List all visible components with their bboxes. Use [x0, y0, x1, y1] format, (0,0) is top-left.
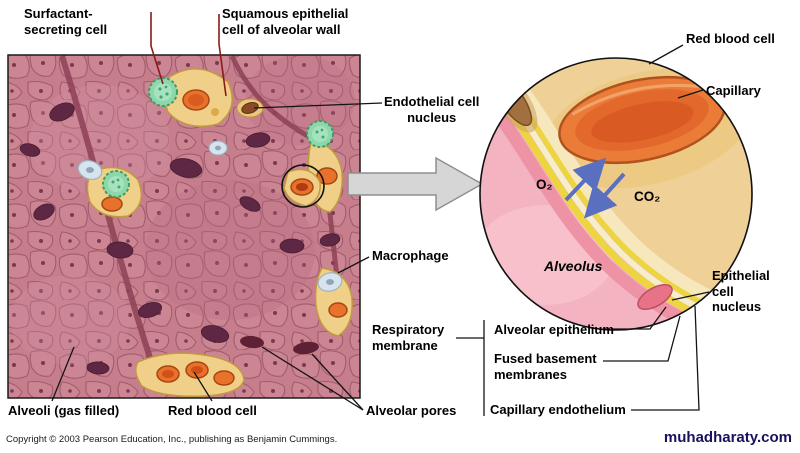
label-co2: CO₂ [634, 189, 661, 204]
alveolar-pore-graphics [240, 335, 319, 355]
label-surfactant-cell: Surfactant- secreting cell [24, 6, 108, 37]
endothelial-nucleus-graphic [241, 102, 259, 114]
label-capillary-endothelium: Capillary endothelium [490, 402, 626, 417]
label-red-blood-cell-main: Red blood cell [168, 403, 257, 418]
label-red-blood-cell-inset: Red blood cell [686, 31, 775, 46]
inset-circle-outline [479, 57, 753, 331]
alveolar-tissue-illustration [8, 55, 360, 398]
leader-endothelial-nucleus [253, 102, 383, 109]
label-squamous-epithelial: Squamous epithelial cell of alveolar wal… [222, 6, 349, 37]
leader-red-blood-cell-inset [648, 44, 684, 65]
copyright-text: Copyright © 2003 Pearson Education, Inc.… [6, 434, 338, 445]
leader-capillary-endothelium [631, 305, 700, 411]
red-blood-cell-inset-graphic [558, 75, 726, 165]
leader-alveolar-epithelium [613, 306, 667, 330]
label-alveolus: Alveolus [544, 258, 603, 274]
inset-epithelial-nucleus-graphic [637, 283, 673, 311]
o2-arrow [564, 157, 607, 202]
label-o2: O₂ [536, 177, 553, 192]
label-epithelial-cell-nucleus: Epithelial cell nucleus [712, 268, 770, 315]
micrograph-border [7, 54, 361, 399]
leader-squamous-cell [218, 14, 227, 97]
label-endothelial-nucleus: Endothelial cell nucleus [384, 94, 480, 125]
leader-red-blood-cell-main [193, 371, 213, 402]
leader-alveoli [51, 346, 75, 402]
zoom-region-circle [281, 164, 325, 208]
respiratory-membrane-inset [479, 57, 753, 331]
watermark-text: muhadharaty.com [663, 429, 792, 446]
label-alveolar-epithelium: Alveolar epithelium [494, 322, 614, 337]
label-macrophage: Macrophage [372, 248, 449, 263]
leader-fused-basement-membranes [603, 315, 681, 362]
leader-epithelial-nucleus [671, 291, 710, 301]
label-respiratory-membrane: Respiratory membrane [372, 322, 445, 353]
label-fused-basement-membranes: Fused basement membranes [494, 351, 597, 382]
label-capillary: Capillary [706, 83, 761, 98]
leader-surfactant-cell [150, 12, 164, 85]
leader-alveolar-pore-2 [261, 346, 364, 411]
magnify-arrow [347, 156, 484, 212]
leader-lines [51, 12, 710, 416]
leader-alveolar-pore-1 [311, 353, 364, 411]
leader-macrophage [337, 256, 370, 274]
label-alveolar-pores: Alveolar pores [366, 403, 457, 418]
cell-nuclei [19, 102, 341, 375]
surfactant-cell-graphics [102, 77, 334, 198]
macrophage-graphics [77, 140, 343, 292]
leader-capillary [677, 89, 704, 99]
gas-exchange-arrows [564, 157, 626, 219]
label-alveoli: Alveoli (gas filled) [8, 403, 120, 418]
co2-arrow [583, 172, 626, 219]
